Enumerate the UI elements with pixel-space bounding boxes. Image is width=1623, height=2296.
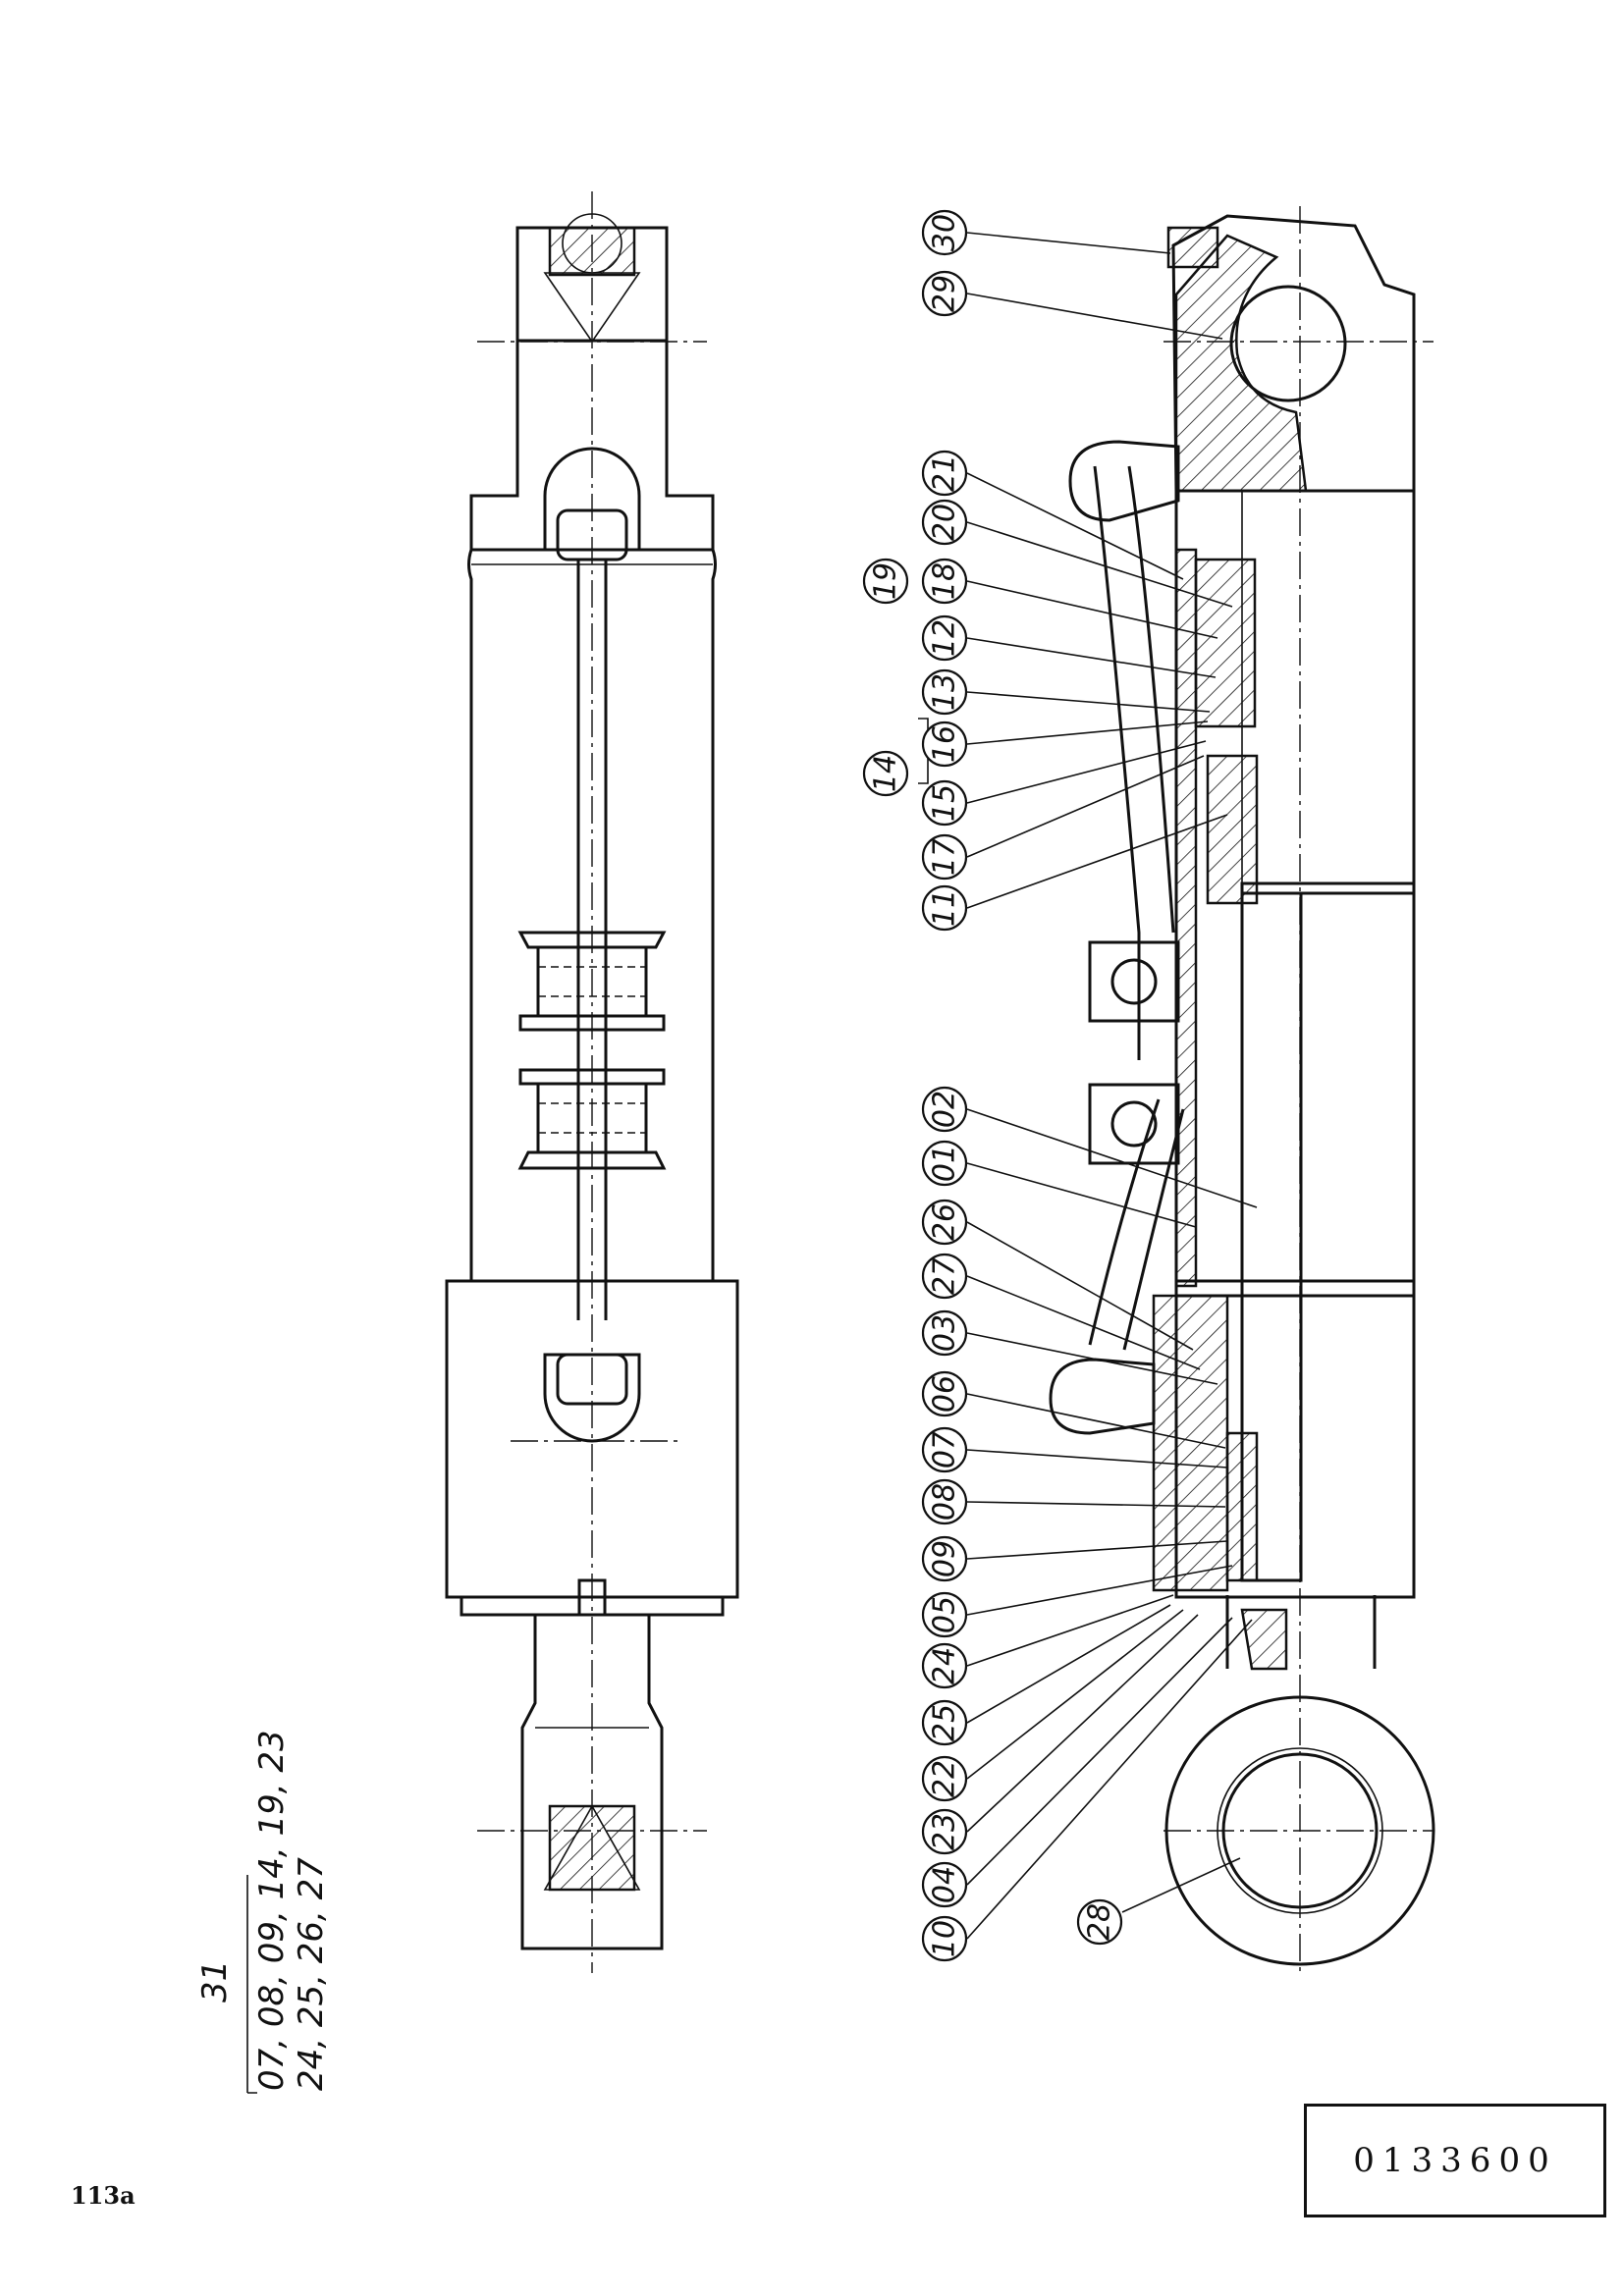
callout-29-label: 29 (928, 275, 962, 312)
callout-27: 27 (921, 1253, 968, 1300)
callout-13: 13 (921, 668, 968, 716)
section-view (1049, 206, 1435, 1973)
callout-18-label: 18 (928, 562, 962, 600)
page-reference: 113a (71, 2181, 135, 2210)
callout-01-label: 01 (928, 1145, 962, 1182)
callout-27-label: 27 (928, 1257, 962, 1295)
repair-kit-note: 31 07, 08, 09, 14, 19, 23 24, 25, 26, 27 (195, 1730, 331, 2094)
callout-23-label: 23 (928, 1813, 962, 1850)
external-view (445, 191, 739, 1973)
callout-02: 02 (921, 1086, 968, 1133)
callout-06: 06 (921, 1370, 968, 1417)
callout-17: 17 (921, 833, 968, 881)
callout-19: 19 (862, 558, 909, 605)
repair-kit-item: 31 (195, 1960, 235, 2002)
callout-25: 25 (921, 1699, 968, 1746)
callout-22: 22 (921, 1755, 968, 1802)
callout-19-label: 19 (869, 562, 903, 600)
callout-08-label: 08 (928, 1483, 962, 1521)
part-number: 0133600 (1353, 2141, 1557, 2180)
callout-20: 20 (921, 499, 968, 546)
callout-11: 11 (921, 884, 968, 932)
callout-14-label: 14 (869, 755, 903, 792)
callout-03: 03 (921, 1309, 968, 1357)
callout-30: 30 (921, 209, 968, 256)
callout-09: 09 (921, 1535, 968, 1582)
callout-24: 24 (921, 1642, 968, 1689)
callout-15: 15 (921, 779, 968, 827)
callout-04: 04 (921, 1861, 968, 1908)
callout-07: 07 (921, 1426, 968, 1473)
callout-14: 14 (862, 750, 909, 797)
callout-16: 16 (921, 721, 968, 768)
callout-21: 21 (921, 450, 968, 497)
repair-kit-line1: 07, 08, 09, 14, 19, 23 (252, 1730, 292, 2091)
callout-26-label: 26 (928, 1203, 962, 1241)
callout-29: 29 (921, 270, 968, 317)
callout-30-label: 30 (928, 214, 962, 251)
callout-02-label: 02 (928, 1091, 962, 1128)
callout-18: 18 (921, 558, 968, 605)
callout-22-label: 22 (928, 1760, 962, 1797)
callout-28: 28 (1076, 1898, 1123, 1946)
callout-25-label: 25 (928, 1704, 962, 1741)
mid-pipe-clamp-upper (517, 931, 667, 1032)
callout-15-label: 15 (928, 784, 962, 822)
callout-23: 23 (921, 1808, 968, 1855)
callout-10-label: 10 (928, 1920, 962, 1957)
part-number-box: 0133600 (1304, 2104, 1606, 2217)
callout-26: 26 (921, 1199, 968, 1246)
callout-24-label: 24 (928, 1647, 962, 1684)
callout-16-label: 16 (928, 725, 962, 763)
callout-20-label: 20 (928, 504, 962, 541)
leader-lines (918, 232, 1258, 1940)
callout-12-label: 12 (928, 619, 962, 657)
callout-06-label: 06 (928, 1375, 962, 1413)
callout-05: 05 (921, 1591, 968, 1638)
callout-21-label: 21 (928, 454, 962, 492)
callout-01: 01 (921, 1140, 968, 1187)
callout-28-label: 28 (1083, 1903, 1117, 1941)
callout-13-label: 13 (928, 673, 962, 711)
callout-07-label: 07 (928, 1431, 962, 1468)
callout-17-label: 17 (928, 838, 962, 876)
callout-10: 10 (921, 1915, 968, 1962)
callout-03-label: 03 (928, 1314, 962, 1352)
callout-04-label: 04 (928, 1866, 962, 1903)
repair-kit-line2: 24, 25, 26, 27 (292, 1857, 331, 2091)
callout-05-label: 05 (928, 1596, 962, 1633)
callout-12: 12 (921, 614, 968, 662)
mid-pipe-clamp-lower (517, 1068, 667, 1170)
callout-08: 08 (921, 1478, 968, 1525)
callout-09-label: 09 (928, 1540, 962, 1577)
callout-11-label: 11 (928, 889, 962, 927)
